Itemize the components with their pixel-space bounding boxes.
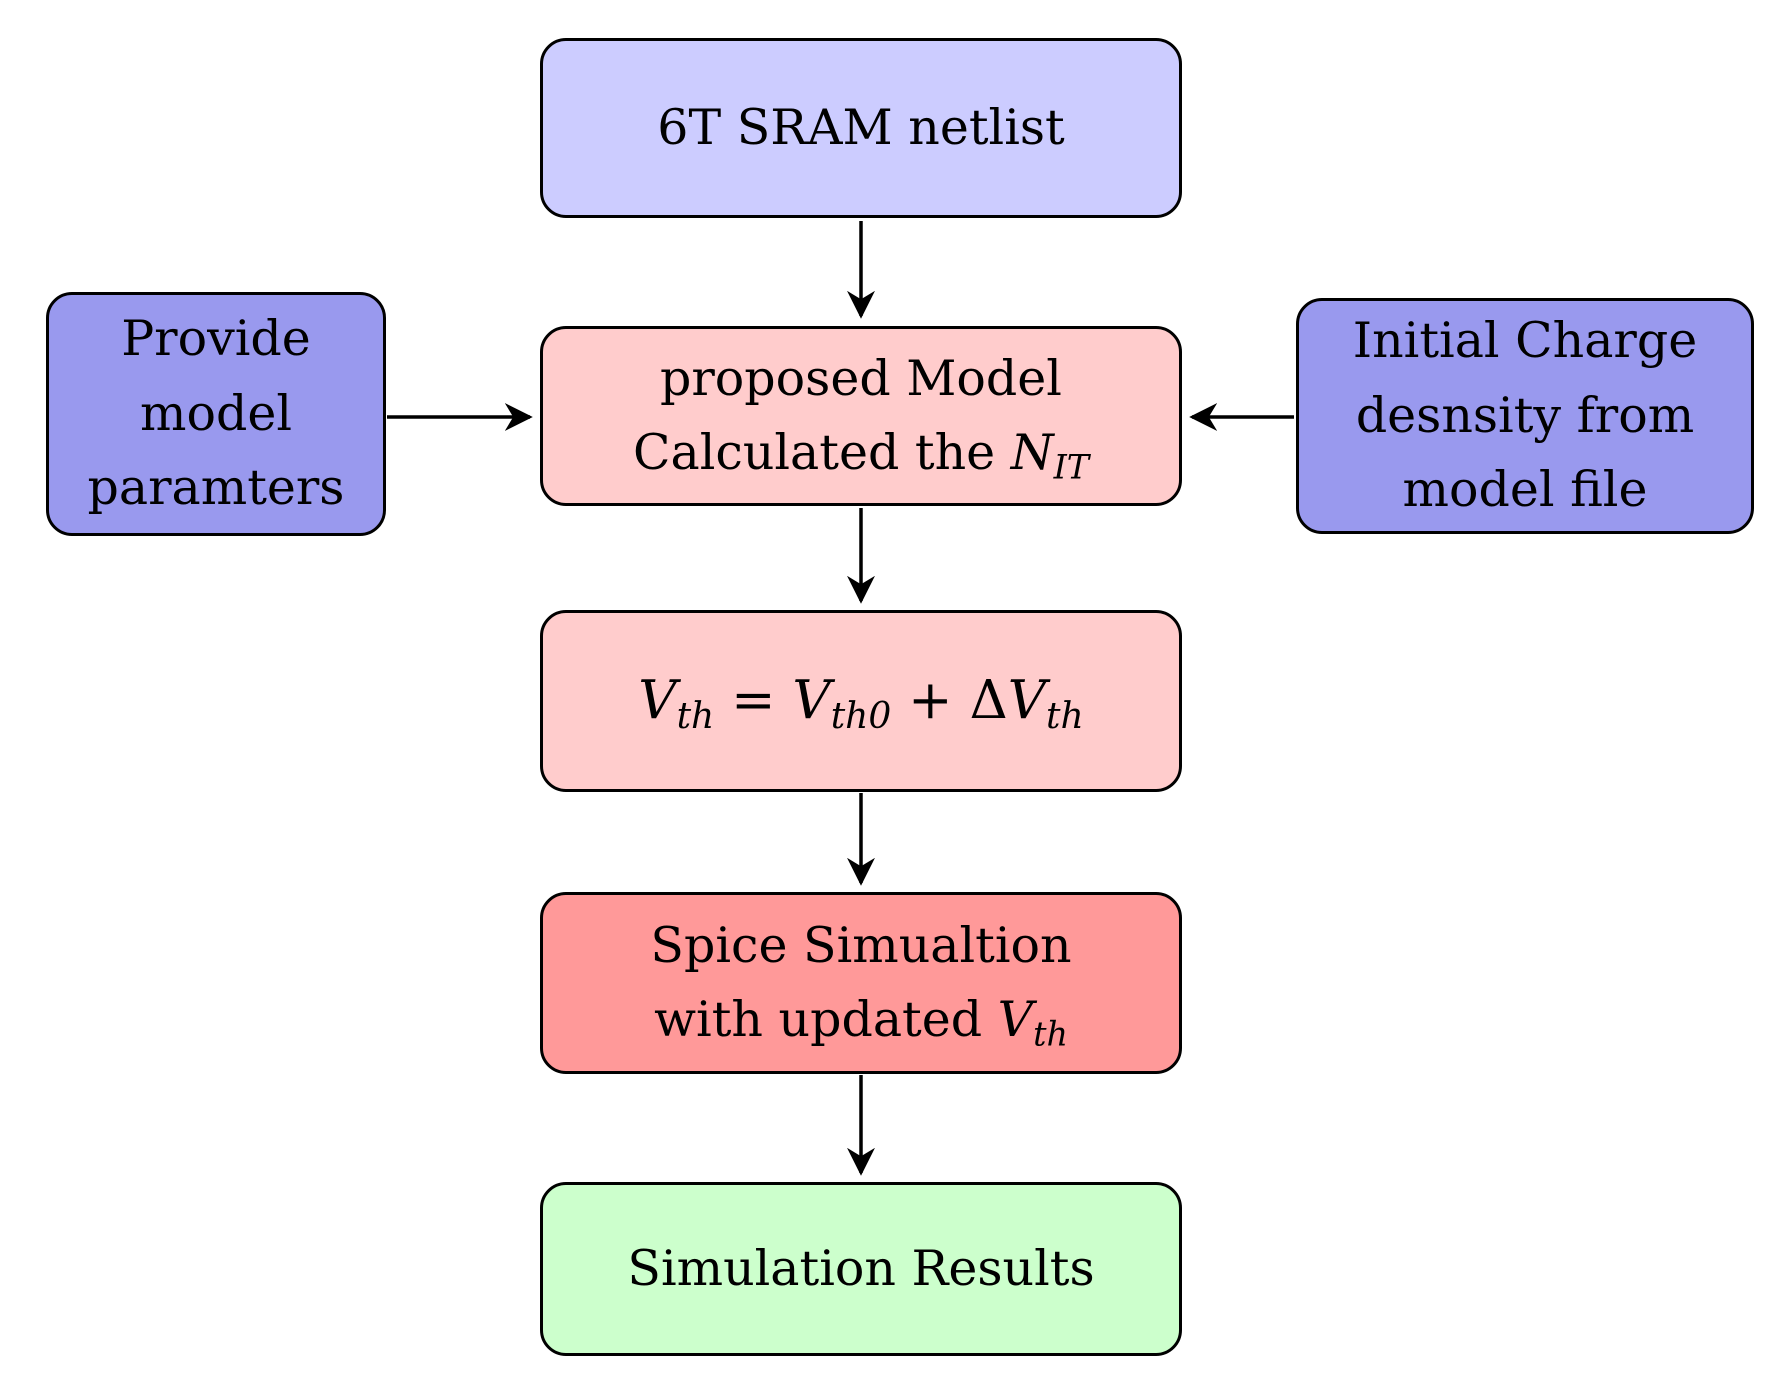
math-vth0-base: V [792, 669, 831, 731]
node-vth-formula: Vth = Vth0 + ΔVth [540, 610, 1182, 792]
math-updated-vth-subscript: th [1033, 1014, 1068, 1054]
node-spice-line2: with updated Vth [654, 983, 1068, 1057]
vth-formula: Vth = Vth0 + ΔVth [638, 661, 1083, 742]
node-initial-line1: Initial Charge [1352, 312, 1698, 370]
node-proposed-line2: Calculated the NIT [633, 416, 1089, 490]
node-initial-line2: desnsity from [1355, 386, 1695, 444]
math-dvth-base: V [1007, 669, 1046, 731]
math-plus-sign: + [908, 669, 953, 731]
node-sram-netlist-label: 6T SRAM netlist [657, 98, 1065, 156]
math-dvth-subscript: th [1046, 695, 1084, 737]
math-nit-base: N [1010, 424, 1054, 481]
node-proposed-line2-text: Calculated the [633, 424, 1011, 481]
math-vth-subscript: th [676, 695, 715, 737]
node-provide-line1: Provide [121, 310, 311, 368]
node-spice-line2-text: with updated [654, 991, 998, 1048]
math-vth0-subscript: th0 [830, 695, 892, 737]
node-simulation-results-label: Simulation Results [627, 1239, 1095, 1297]
node-spice-line1: Spice Simualtion [650, 916, 1072, 974]
math-equals-sign: = [731, 669, 776, 731]
node-provide-line3: paramters [87, 459, 345, 517]
node-sram-netlist: 6T SRAM netlist [540, 38, 1182, 218]
math-nit-subscript: IT [1053, 447, 1089, 487]
math-delta-symbol: Δ [969, 669, 1008, 731]
node-provide-line2: model [139, 384, 292, 442]
node-initial-charge-density: Initial Charge desnsity from model file [1296, 298, 1754, 534]
node-proposed-line1: proposed Model [660, 349, 1062, 407]
node-initial-line3: model file [1402, 461, 1648, 519]
math-updated-vth-base: V [997, 991, 1034, 1048]
node-simulation-results: Simulation Results [540, 1182, 1182, 1356]
node-spice-simulation: Spice Simualtion with updated Vth [540, 892, 1182, 1074]
node-provide-model-parameters: Provide model paramters [46, 292, 386, 536]
math-vth-base: V [638, 669, 677, 731]
node-proposed-model: proposed Model Calculated the NIT [540, 326, 1182, 506]
